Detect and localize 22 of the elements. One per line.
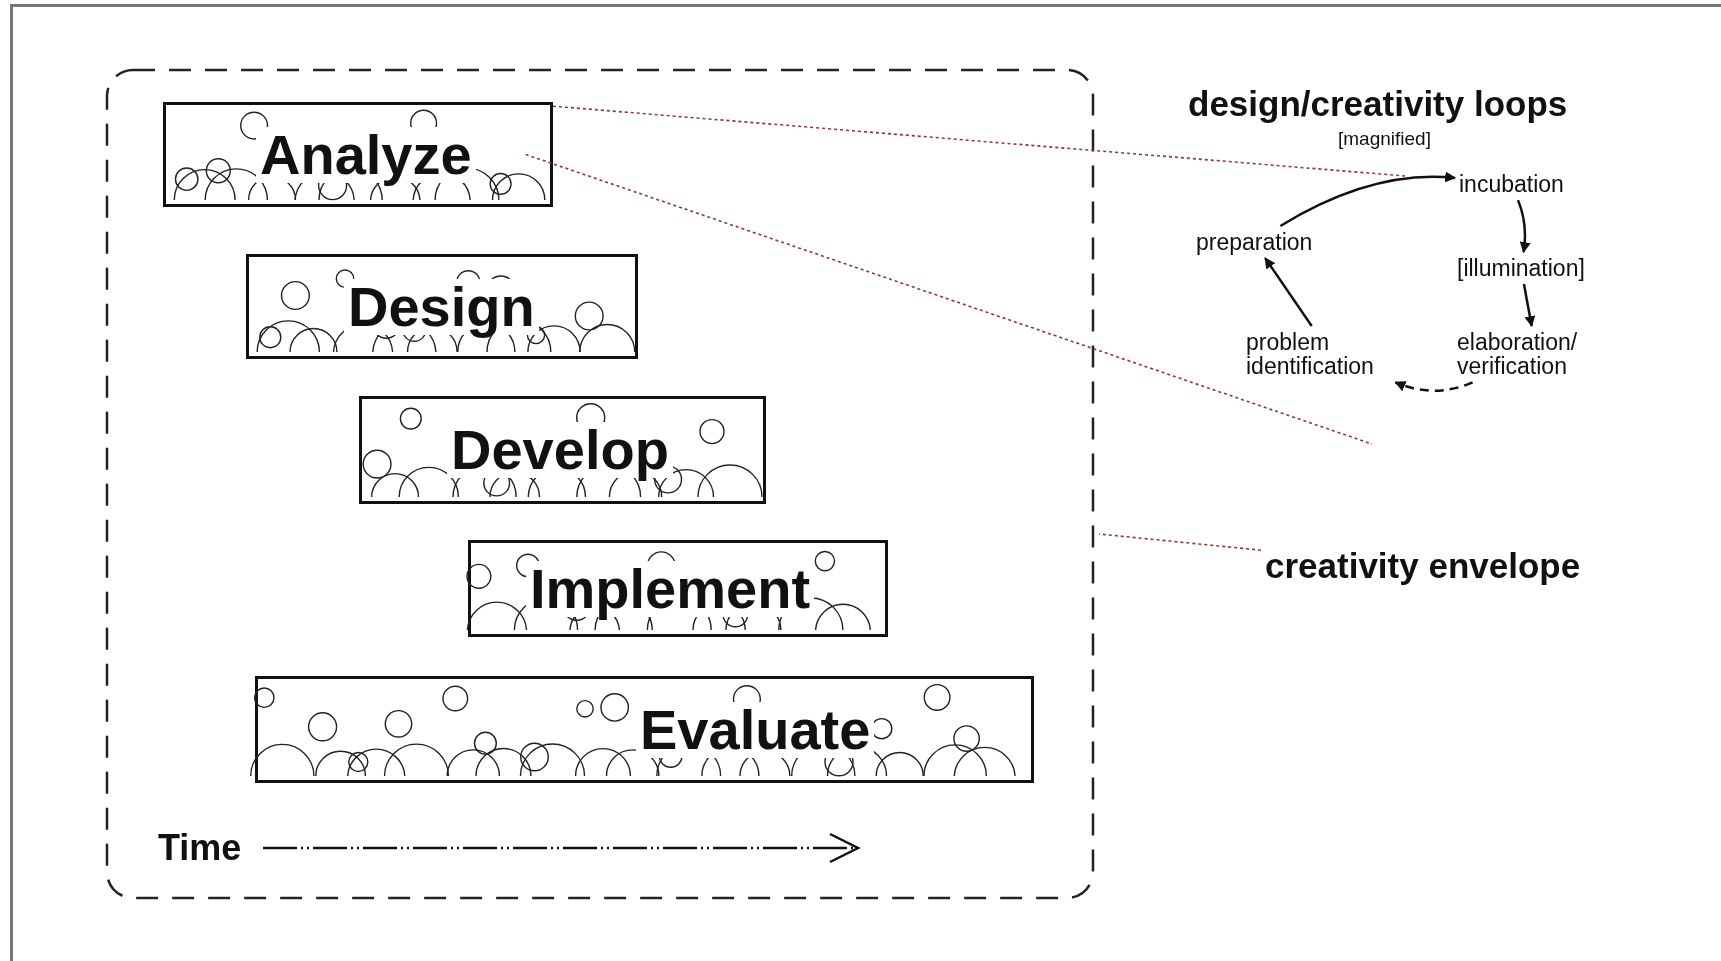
callout-label: creativity envelope xyxy=(1265,548,1581,585)
phase-box xyxy=(246,254,638,359)
diagram-heading: design/creativity loops xyxy=(1188,84,1568,124)
arrow xyxy=(1516,199,1531,254)
envelope-outline xyxy=(105,68,1095,900)
leader-line xyxy=(552,105,1406,177)
arrow xyxy=(1394,380,1474,392)
cycle-stage-label: incubation xyxy=(1459,172,1564,197)
cycle-stage-label: problem identification xyxy=(1246,330,1416,379)
arrow xyxy=(1522,283,1536,328)
arrow xyxy=(1279,171,1457,228)
leader-line xyxy=(1098,533,1262,551)
leader-line xyxy=(524,153,1373,445)
cycle-stage-label: elaboration/ verification xyxy=(1457,330,1617,379)
cycle-stage-label: preparation xyxy=(1196,230,1313,255)
phase-label: Evaluate xyxy=(636,701,875,758)
phase-box xyxy=(468,540,888,637)
arrow xyxy=(1264,257,1313,327)
axis-label: Time xyxy=(158,827,242,869)
note-label: [magnified] xyxy=(1338,128,1431,150)
phase-box xyxy=(163,102,553,207)
cycle-stage-label: [illumination] xyxy=(1457,256,1585,281)
